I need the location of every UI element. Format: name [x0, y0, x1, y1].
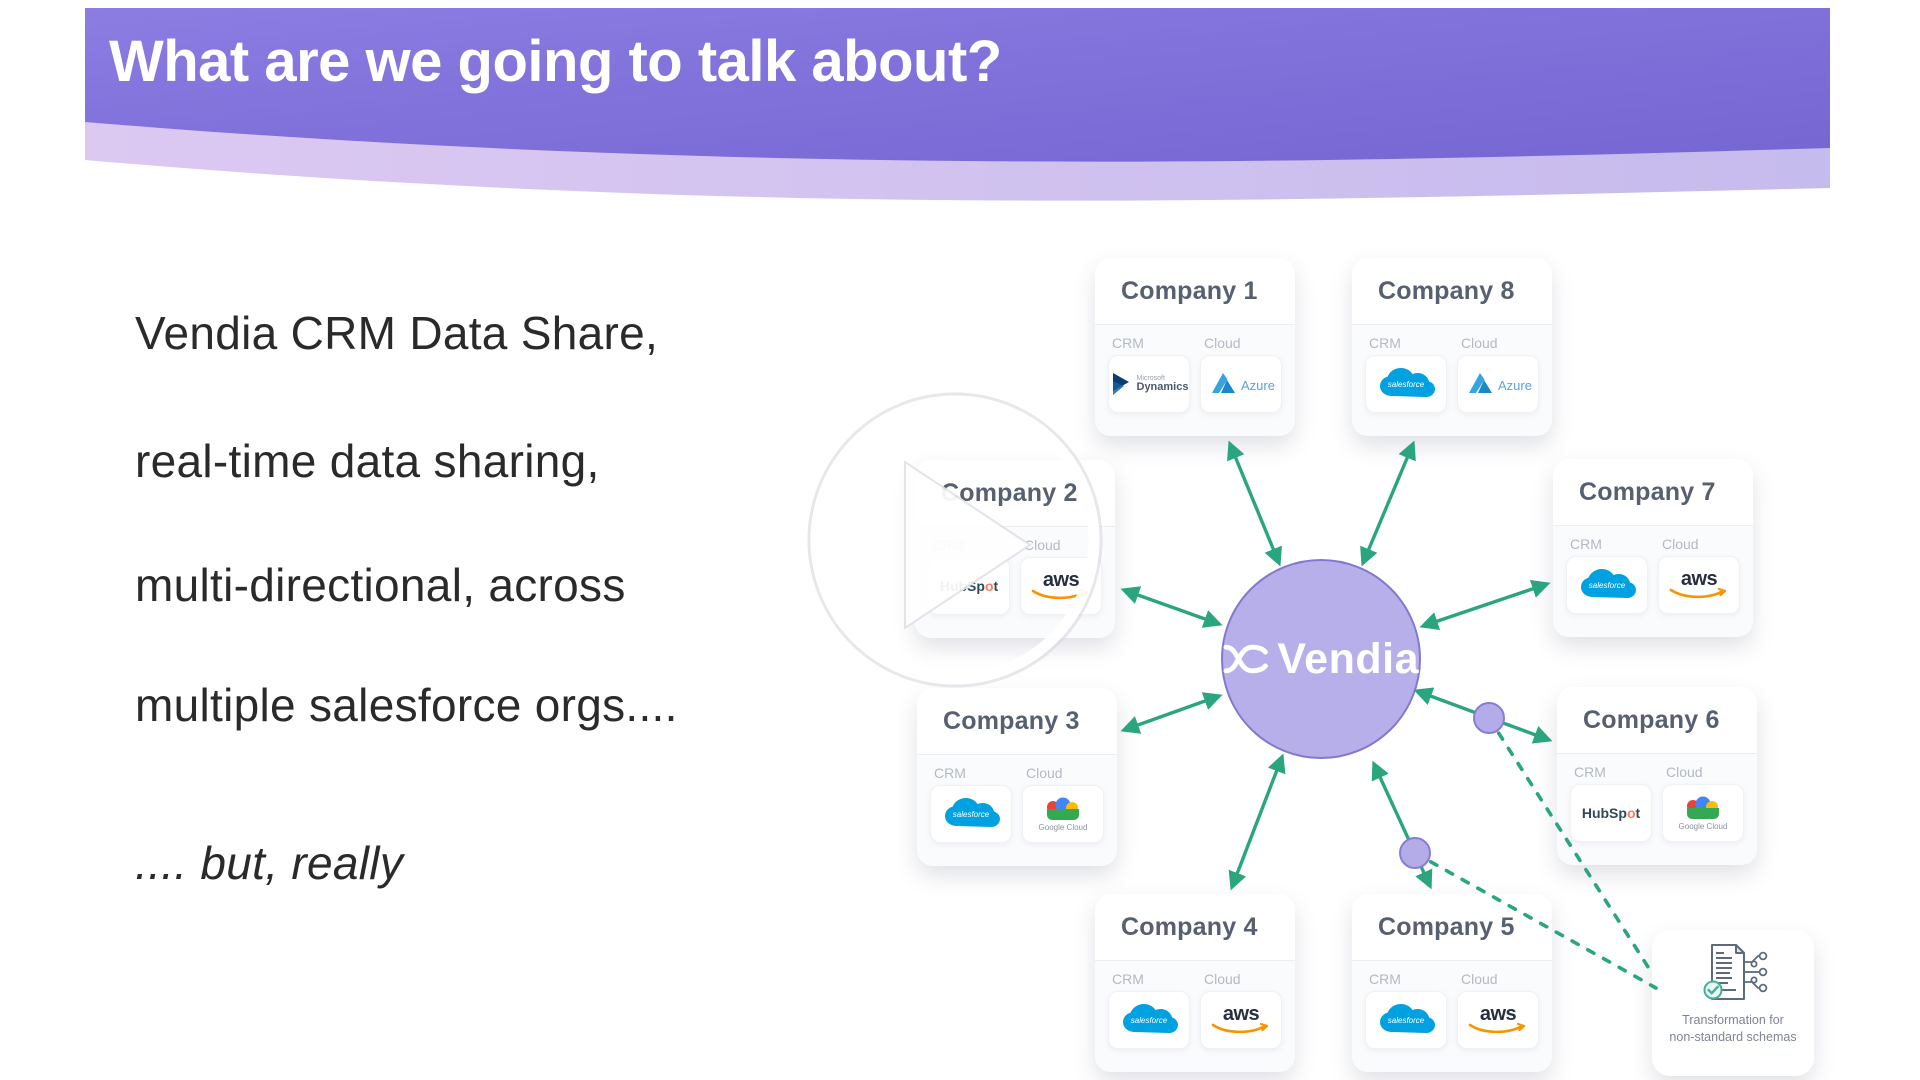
cloud-label: Cloud [1204, 971, 1241, 987]
company-name: Company 5 [1378, 912, 1515, 941]
company-card-body: CRM salesforce Cloud aws [1352, 960, 1552, 1072]
play-ring [810, 395, 1100, 685]
intro-line-3: multi-directional, across [135, 559, 626, 611]
vendia-hub: Vendia [1221, 559, 1421, 759]
page-title: What are we going to talk about? [109, 29, 1002, 94]
google-cloud-icon: Google Cloud [1039, 797, 1088, 832]
svg-text:Google Cloud: Google Cloud [1039, 823, 1088, 832]
salesforce-cloud-icon: salesforce [1380, 1004, 1435, 1033]
cloud-label: Cloud [1461, 335, 1498, 351]
hub-label: Vendia [1277, 634, 1419, 683]
azure-logo: Azure [1457, 355, 1539, 413]
salesforce-logo: salesforce [1108, 991, 1190, 1049]
company-name: Company 1 [1121, 276, 1258, 305]
azure-logo: Azure [1200, 355, 1282, 413]
transformation-nodes [1399, 702, 1505, 869]
cloud-label: Cloud [1662, 536, 1699, 552]
aws-logo: aws [1200, 991, 1282, 1049]
salesforce-logo: salesforce [930, 785, 1012, 843]
company-8-card: Company 8 CRM salesforce Cloud Azur [1352, 258, 1552, 436]
azure-glyph-icon: Azure [1212, 373, 1275, 393]
company-name: Company 7 [1579, 477, 1716, 506]
salesforce-cloud-icon: salesforce [1123, 1004, 1178, 1033]
salesforce-logo: salesforce [1365, 991, 1447, 1049]
company-card-body: CRM salesforce Cloud Azure [1352, 324, 1552, 436]
company-card-body: CRM salesforce Cloud aws [1553, 525, 1753, 637]
transform-node-2 [1399, 837, 1431, 869]
crm-label: CRM [934, 765, 966, 781]
svg-text:Google Cloud: Google Cloud [1679, 822, 1728, 831]
aws-smile-icon [1468, 1023, 1526, 1034]
cloud-label: Cloud [1024, 537, 1061, 553]
company-name: Company 6 [1583, 705, 1720, 734]
dynamics-glyph-icon [1112, 373, 1129, 395]
aws-logo: aws [1457, 991, 1539, 1049]
company-1-card: Company 1 CRM Microsoft Dynamics [1095, 258, 1295, 436]
crm-label: CRM [1574, 764, 1606, 780]
salesforce-logo: salesforce [1365, 355, 1447, 413]
header-wave-dark [85, 8, 1830, 162]
google-cloud-logo: Google Cloud [1662, 784, 1744, 842]
salesforce-logo: salesforce [1566, 556, 1648, 614]
crm-label: CRM [1570, 536, 1602, 552]
svg-text:salesforce: salesforce [1589, 581, 1626, 590]
crm-label: CRM [1112, 335, 1144, 351]
crm-label: CRM [1369, 335, 1401, 351]
crm-label: CRM [1112, 971, 1144, 987]
aws-logo: aws [1658, 556, 1740, 614]
azure-glyph-icon: Azure [1469, 373, 1532, 393]
company-card-body: CRM salesforce Cloud Google C [917, 754, 1117, 866]
intro-line-1: Vendia CRM Data Share, [135, 307, 659, 359]
cloud-label: Cloud [1461, 971, 1498, 987]
crm-label: CRM [1369, 971, 1401, 987]
company-3-card: Company 3 CRM salesforce Cloud [917, 688, 1117, 866]
svg-text:Azure: Azure [1241, 378, 1275, 393]
transformation-label-line2: non-standard schemas [1669, 1030, 1797, 1044]
company-card-body: CRM salesforce Cloud aws [1095, 960, 1295, 1072]
svg-text:salesforce: salesforce [1388, 1016, 1425, 1025]
transformation-card: Transformation for non-standard schemas [1652, 930, 1814, 1076]
aws-smile-icon [1211, 1023, 1269, 1034]
microsoft-dynamics-logo: Microsoft Dynamics [1108, 355, 1190, 413]
transformation-label-line1: Transformation for [1682, 1013, 1784, 1027]
salesforce-cloud-icon: salesforce [1581, 569, 1636, 598]
intro-tagline: .... but, really [135, 837, 404, 889]
play-ring-shadow [807, 392, 1103, 688]
video-play-overlay[interactable] [800, 390, 1120, 700]
company-5-card: Company 5 CRM salesforce Cloud aws [1352, 894, 1552, 1072]
cloud-label: Cloud [1204, 335, 1241, 351]
document-transform-icon [1703, 944, 1768, 1000]
intro-line-2: real-time data sharing, [135, 435, 600, 487]
company-card-body: CRM HubSpot Cloud Google Cloud [1557, 753, 1757, 865]
svg-text:salesforce: salesforce [1131, 1016, 1168, 1025]
cloud-label: Cloud [1026, 765, 1063, 781]
cloud-label: Cloud [1666, 764, 1703, 780]
google-cloud-logo: Google Cloud [1022, 785, 1104, 843]
company-name: Company 8 [1378, 276, 1515, 305]
intro-line-4: multiple salesforce orgs.... [135, 679, 678, 731]
aws-smile-icon [1669, 588, 1727, 599]
header-wave-graphic [85, 8, 1830, 201]
company-name: Company 3 [943, 706, 1080, 735]
salesforce-cloud-icon: salesforce [945, 798, 1000, 827]
header-banner: What are we going to talk about? [85, 8, 1830, 208]
salesforce-cloud-icon: salesforce [1380, 368, 1435, 397]
company-6-card: Company 6 CRM HubSpot Cloud Google Cloud [1557, 687, 1757, 865]
svg-text:salesforce: salesforce [953, 810, 990, 819]
svg-text:salesforce: salesforce [1388, 380, 1425, 389]
company-7-card: Company 7 CRM salesforce Cloud aws [1553, 459, 1753, 637]
play-icon[interactable] [904, 460, 1032, 630]
hubspot-logo: HubSpot [1570, 784, 1652, 842]
company-card-body: CRM Microsoft Dynamics Cloud [1095, 324, 1295, 436]
transform-node-1 [1473, 702, 1505, 734]
svg-text:Azure: Azure [1498, 378, 1532, 393]
company-name: Company 4 [1121, 912, 1258, 941]
company-4-card: Company 4 CRM salesforce Cloud aws [1095, 894, 1295, 1072]
google-cloud-icon: Google Cloud [1679, 796, 1728, 831]
vendia-logo-icon [1223, 644, 1268, 674]
